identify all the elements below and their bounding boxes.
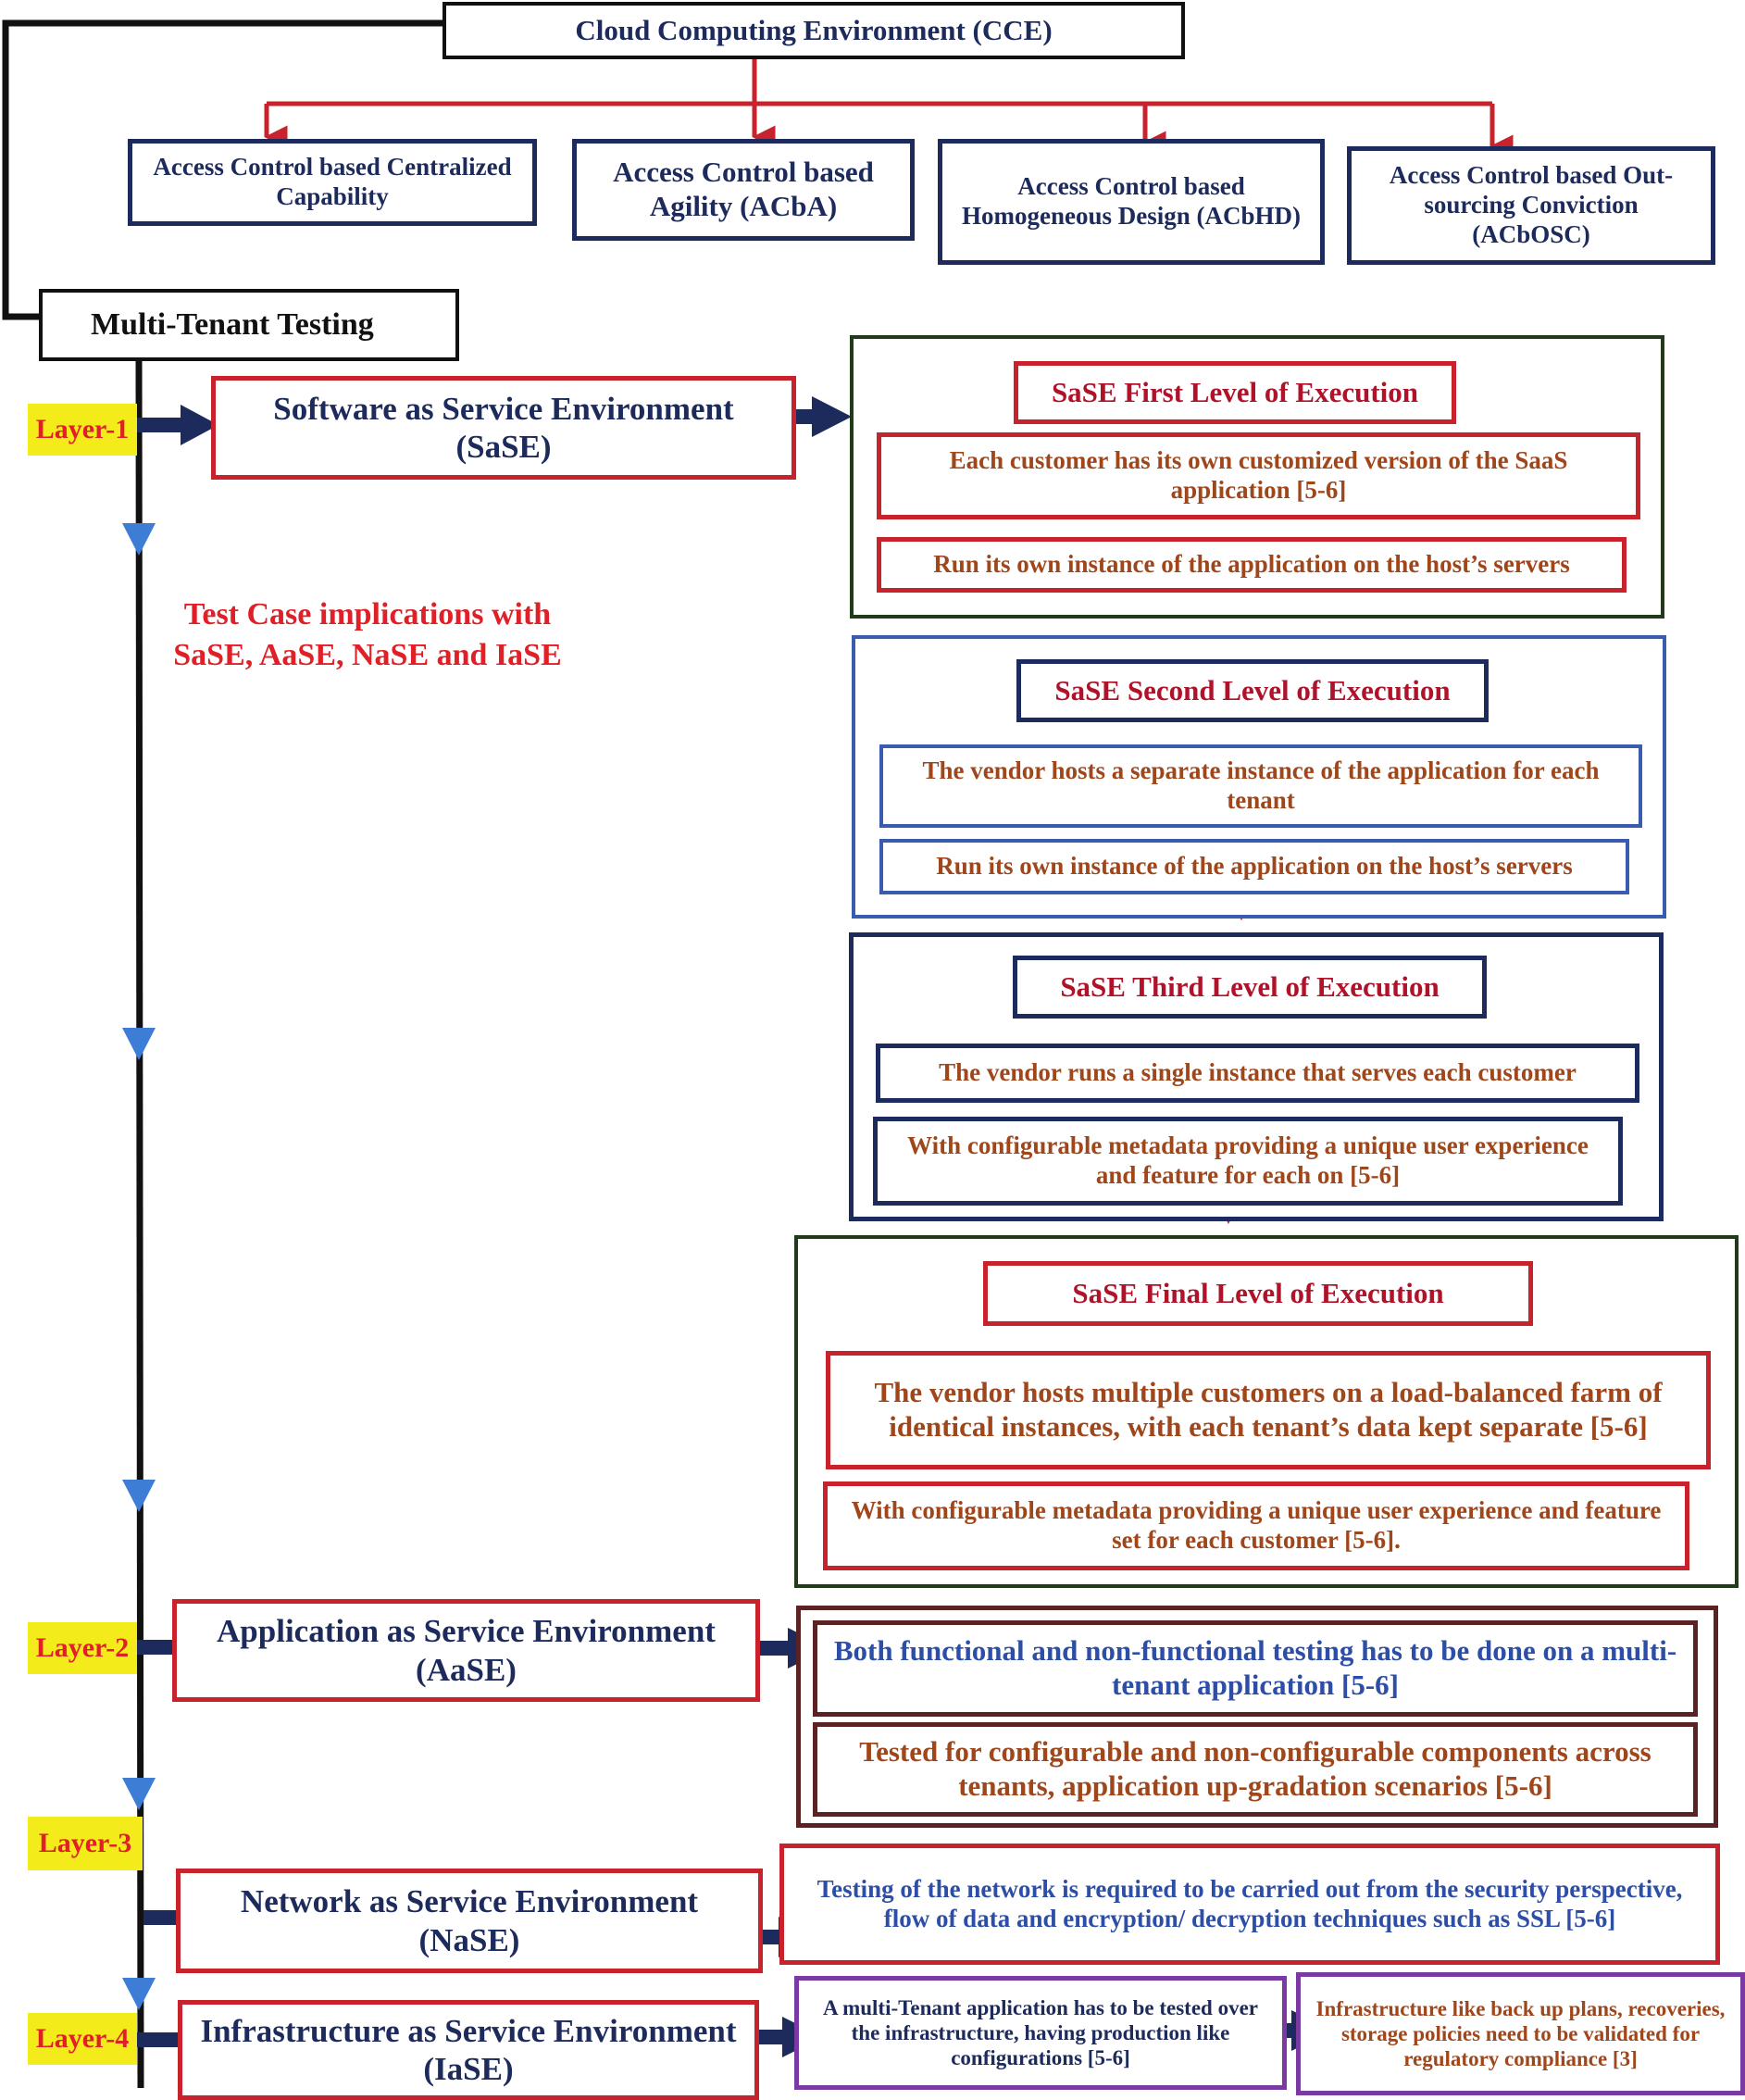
iase-label: Infrastructure as Service Environment (I… [200, 2012, 737, 2087]
sase-level-1-item-2: Run its own instance of the application … [877, 537, 1627, 593]
acbcc-box: Access Control based Centralized Capabil… [128, 139, 537, 226]
sase-final-level-item-2: With configurable metadata providing a u… [823, 1481, 1689, 1570]
layer-1-tag: Layer-1 [28, 404, 137, 456]
iase-detail-1: A multi-Tenant application has to be tes… [794, 1976, 1287, 2090]
acbosc-box: Access Control based Out-sourcing Convic… [1347, 146, 1715, 265]
sase-label: Software as Service Environment (SaSE) [273, 390, 734, 465]
acba-box: Access Control based Agility (ACbA) [572, 139, 915, 241]
layer-2-tag: Layer-2 [28, 1622, 137, 1674]
sase-level-3-title: SaSE Third Level of Execution [1013, 956, 1487, 1019]
iase-box: Infrastructure as Service Environment (I… [178, 2000, 759, 2100]
sase-box: Software as Service Environment (SaSE) [211, 376, 796, 480]
iase-detail-2: Infrastructure like back up plans, recov… [1296, 1972, 1745, 2095]
cce-to-mtt-line [2, 19, 442, 320]
sase-level-2-item-2: Run its own instance of the application … [879, 839, 1629, 894]
layer-4-tag: Layer-4 [28, 2013, 137, 2065]
sase-level-3-item-1: The vendor runs a single instance that s… [876, 1044, 1639, 1103]
acbhd-label: Access Control based Homogeneous Design … [961, 172, 1301, 230]
cce-label: Cloud Computing Environment (CCE) [575, 13, 1053, 46]
sase-final-level-item-1: The vendor hosts multiple customers on a… [826, 1351, 1711, 1469]
sase-level-3-item-2: With configurable metadata providing a u… [873, 1117, 1623, 1206]
nase-detail: Testing of the network is required to be… [779, 1844, 1720, 1965]
sase-level-1-item-1: Each customer has its own customized ver… [877, 432, 1640, 519]
sase-level-1-title: SaSE First Level of Execution [1014, 361, 1456, 424]
acba-label: Access Control based Agility (ACbA) [613, 156, 874, 222]
acbosc-label: Access Control based Out-sourcing Convic… [1389, 161, 1674, 248]
cce-box: Cloud Computing Environment (CCE) [442, 2, 1185, 59]
multi-tenant-label: Multi-Tenant Testing [91, 306, 374, 342]
sase-final-level-title: SaSE Final Level of Execution [983, 1261, 1533, 1326]
nase-box: Network as Service Environment (NaSE) [176, 1869, 763, 1973]
aase-label: Application as Service Environment (AaSE… [217, 1613, 716, 1688]
aase-detail-1: Both functional and non-functional testi… [813, 1620, 1698, 1717]
test-case-note: Test Case implications with SaSE, AaSE, … [173, 597, 562, 673]
acbcc-label: Access Control based Centralized Capabil… [153, 153, 512, 210]
aase-detail-2: Tested for configurable and non-configur… [813, 1722, 1698, 1817]
aase-box: Application as Service Environment (AaSE… [172, 1599, 760, 1702]
multi-tenant-box: Multi-Tenant Testing [39, 289, 459, 361]
nase-label: Network as Service Environment (NaSE) [240, 1883, 699, 1958]
sase-level-2-item-1: The vendor hosts a separate instance of … [879, 744, 1642, 828]
sase-level-2-title: SaSE Second Level of Execution [1016, 659, 1489, 722]
layer-3-tag: Layer-3 [28, 1817, 143, 1870]
acbhd-box: Access Control based Homogeneous Design … [938, 139, 1325, 265]
